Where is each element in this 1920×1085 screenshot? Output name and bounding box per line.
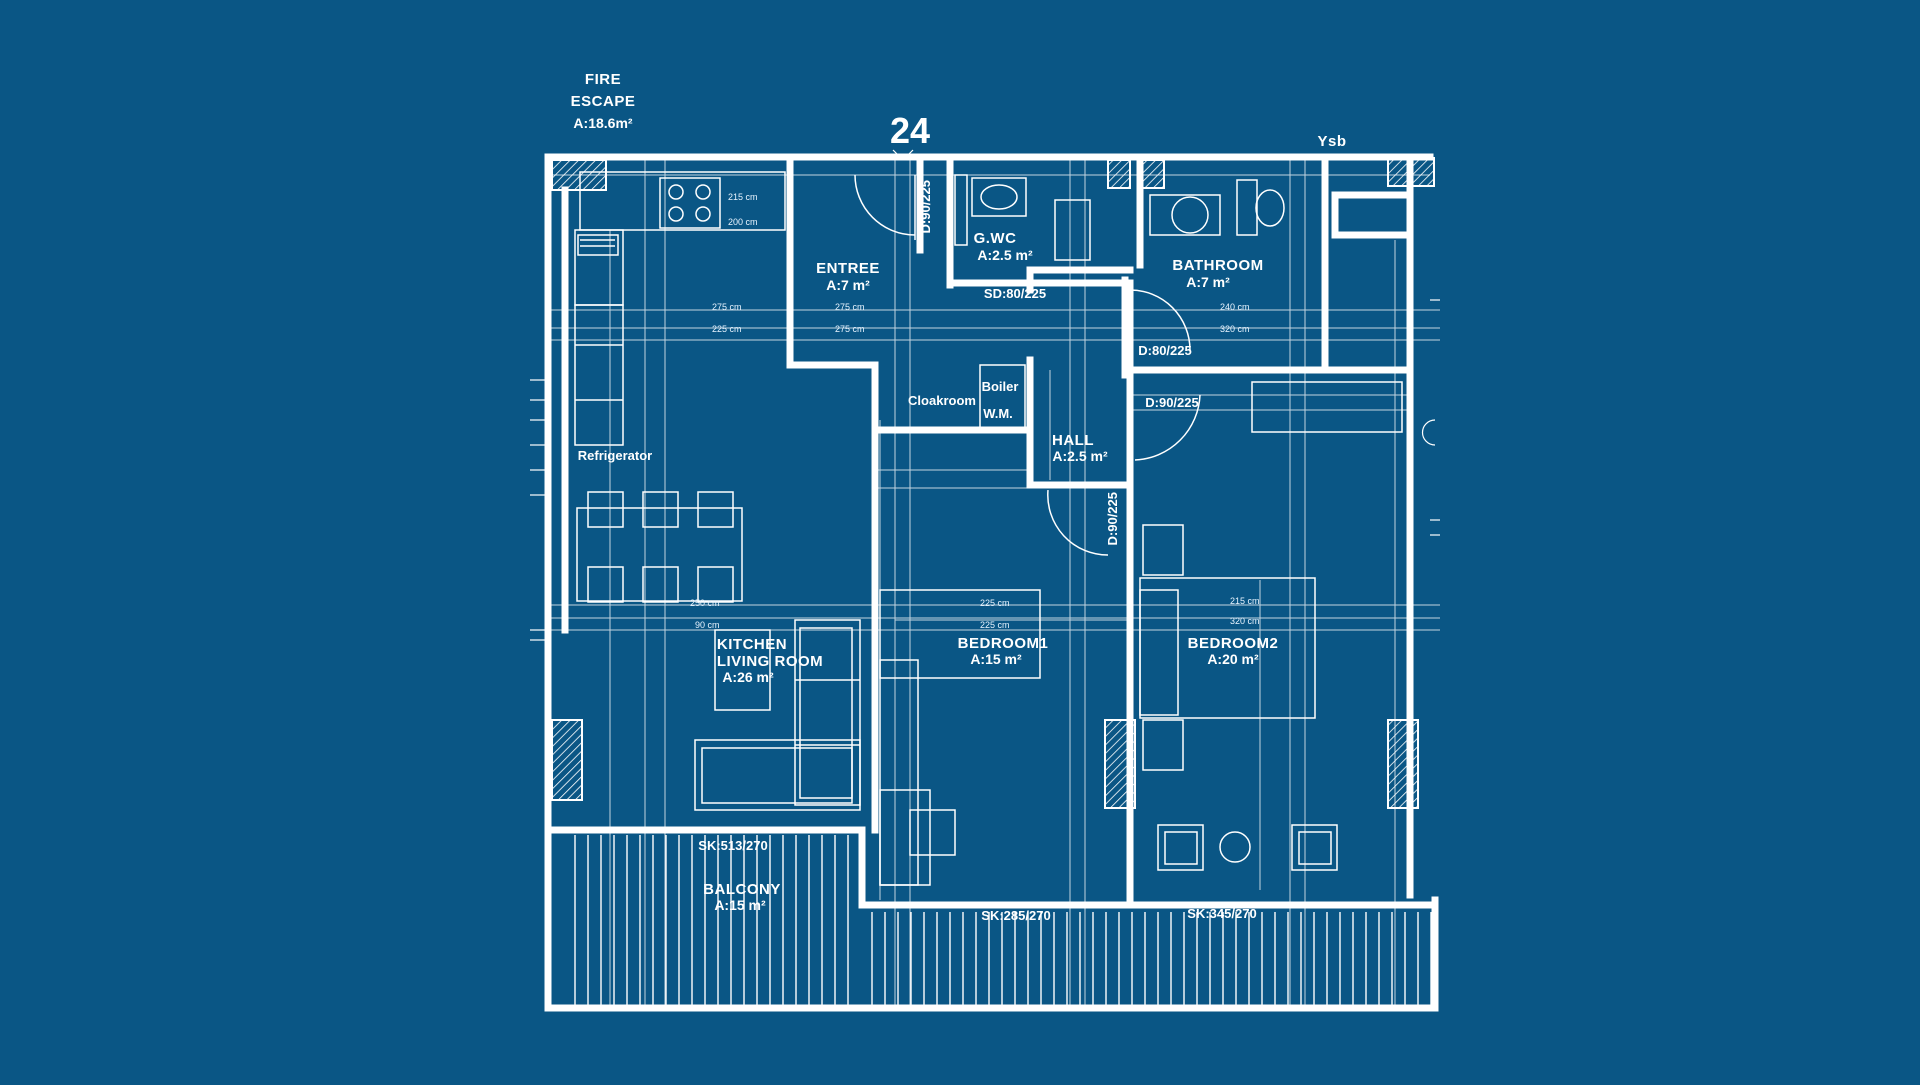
- dimension-hint: 215 cm: [1230, 596, 1260, 606]
- bedroom1-bed: [879, 589, 1041, 679]
- stove: [659, 177, 721, 229]
- dimension-hint: 200 cm: [728, 217, 758, 227]
- door-code-gwc: SD:80/225: [984, 286, 1046, 301]
- sanitary-fixtures: [954, 174, 1285, 431]
- dining-table: [576, 491, 743, 603]
- bathroom-toilet: [1255, 189, 1285, 227]
- room-area-bedroom2: A:20 m²: [1207, 651, 1259, 667]
- room-label-entree: ENTREE: [816, 260, 880, 277]
- room-area-hall: A:2.5 m²: [1052, 448, 1108, 464]
- room-label-hall: HALL: [1052, 432, 1094, 449]
- dimension-hint: 275 cm: [835, 302, 865, 312]
- living-furniture: [694, 619, 861, 811]
- room-label-bathroom: BATHROOM: [1172, 257, 1263, 274]
- refrigerator-unit: [574, 304, 624, 446]
- dimension-hint: 240 cm: [1220, 302, 1250, 312]
- room-area-gwc: A:2.5 m²: [977, 247, 1033, 263]
- dimension-hint: 275 cm: [835, 324, 865, 334]
- entree-door-swing: [854, 174, 916, 236]
- door-code-bathroom: D:80/225: [1138, 343, 1191, 358]
- room-label-bedroom1: BEDROOM1: [958, 635, 1049, 652]
- kitchen-counter: [574, 171, 786, 446]
- dimension-hint: 225 cm: [712, 324, 742, 334]
- boiler-unit: [979, 364, 1026, 431]
- bedroom2-door-swing: [1134, 394, 1201, 461]
- dimension-hints: 275 cm 225 cm 275 cm 275 cm 240 cm 320 c…: [690, 192, 1260, 630]
- fire-escape-line2: ESCAPE: [571, 93, 636, 110]
- balcony-railing: [574, 835, 1432, 1005]
- dimension-hint: 225 cm: [980, 598, 1010, 608]
- room-area-kitchen: A:26 m²: [722, 669, 774, 685]
- bedroom2-furniture: [1139, 381, 1403, 871]
- bathroom-door-swing: [1129, 289, 1191, 351]
- sofa-main: [694, 739, 861, 811]
- sofa-side: [794, 619, 861, 806]
- refrigerator-label: Refrigerator: [578, 448, 652, 463]
- room-label-living: LIVING ROOM: [717, 653, 823, 670]
- fire-escape-area: A:18.6m²: [573, 115, 632, 131]
- dimension-hint: 320 cm: [1230, 616, 1260, 626]
- dimension-hint: 320 cm: [1220, 324, 1250, 334]
- cloakroom-label: Cloakroom: [908, 393, 976, 408]
- bathroom-basin: [1171, 196, 1209, 234]
- window-code-kitchen: SK:513/270: [698, 838, 767, 853]
- room-area-balcony: A:15 m²: [714, 897, 766, 913]
- structural-columns: [551, 157, 1435, 809]
- fire-escape-line1: FIRE: [585, 71, 621, 88]
- main-walls: [544, 153, 1439, 1012]
- bedroom1-door-swing: [1047, 489, 1109, 556]
- misc-marks: [530, 149, 1440, 641]
- dimension-hint: 225 cm: [980, 620, 1010, 630]
- corner-label: Ysb: [1317, 133, 1346, 150]
- room-label-bedroom2: BEDROOM2: [1188, 635, 1279, 652]
- gwc-basin: [971, 177, 1027, 217]
- door-swings: [854, 174, 1201, 556]
- wm-label: W.M.: [983, 406, 1013, 421]
- construction-grid: [545, 155, 1440, 1010]
- door-code-bedroom1: D:90/225: [1105, 492, 1120, 545]
- room-label-balcony: BALCONY: [703, 881, 781, 898]
- bedroom2-wardrobe: [1251, 381, 1403, 433]
- boiler-label: Boiler: [982, 379, 1019, 394]
- dimension-hint: 250 cm: [690, 598, 720, 608]
- bedroom1-furniture: [879, 589, 1041, 886]
- dimension-hint: 90 cm: [695, 620, 720, 630]
- unit-number: 24: [890, 110, 930, 151]
- dimension-hint: 275 cm: [712, 302, 742, 312]
- room-area-bathroom: A:7 m²: [1186, 274, 1230, 290]
- door-code-entree: D:90/225: [918, 180, 933, 233]
- desk-chair: [909, 809, 956, 856]
- window-code-bedroom1: SK:285/270: [981, 908, 1050, 923]
- room-area-entree: A:7 m²: [826, 277, 870, 293]
- room-label-kitchen: KITCHEN: [717, 636, 787, 653]
- room-label-gwc: G.WC: [974, 230, 1017, 247]
- coffee-table: [714, 629, 771, 711]
- window-code-bedroom2: SK:345/270: [1187, 906, 1256, 921]
- room-area-bedroom1: A:15 m²: [970, 651, 1022, 667]
- dimension-hint: 215 cm: [728, 192, 758, 202]
- door-code-bedroom2: D:90/225: [1145, 395, 1198, 410]
